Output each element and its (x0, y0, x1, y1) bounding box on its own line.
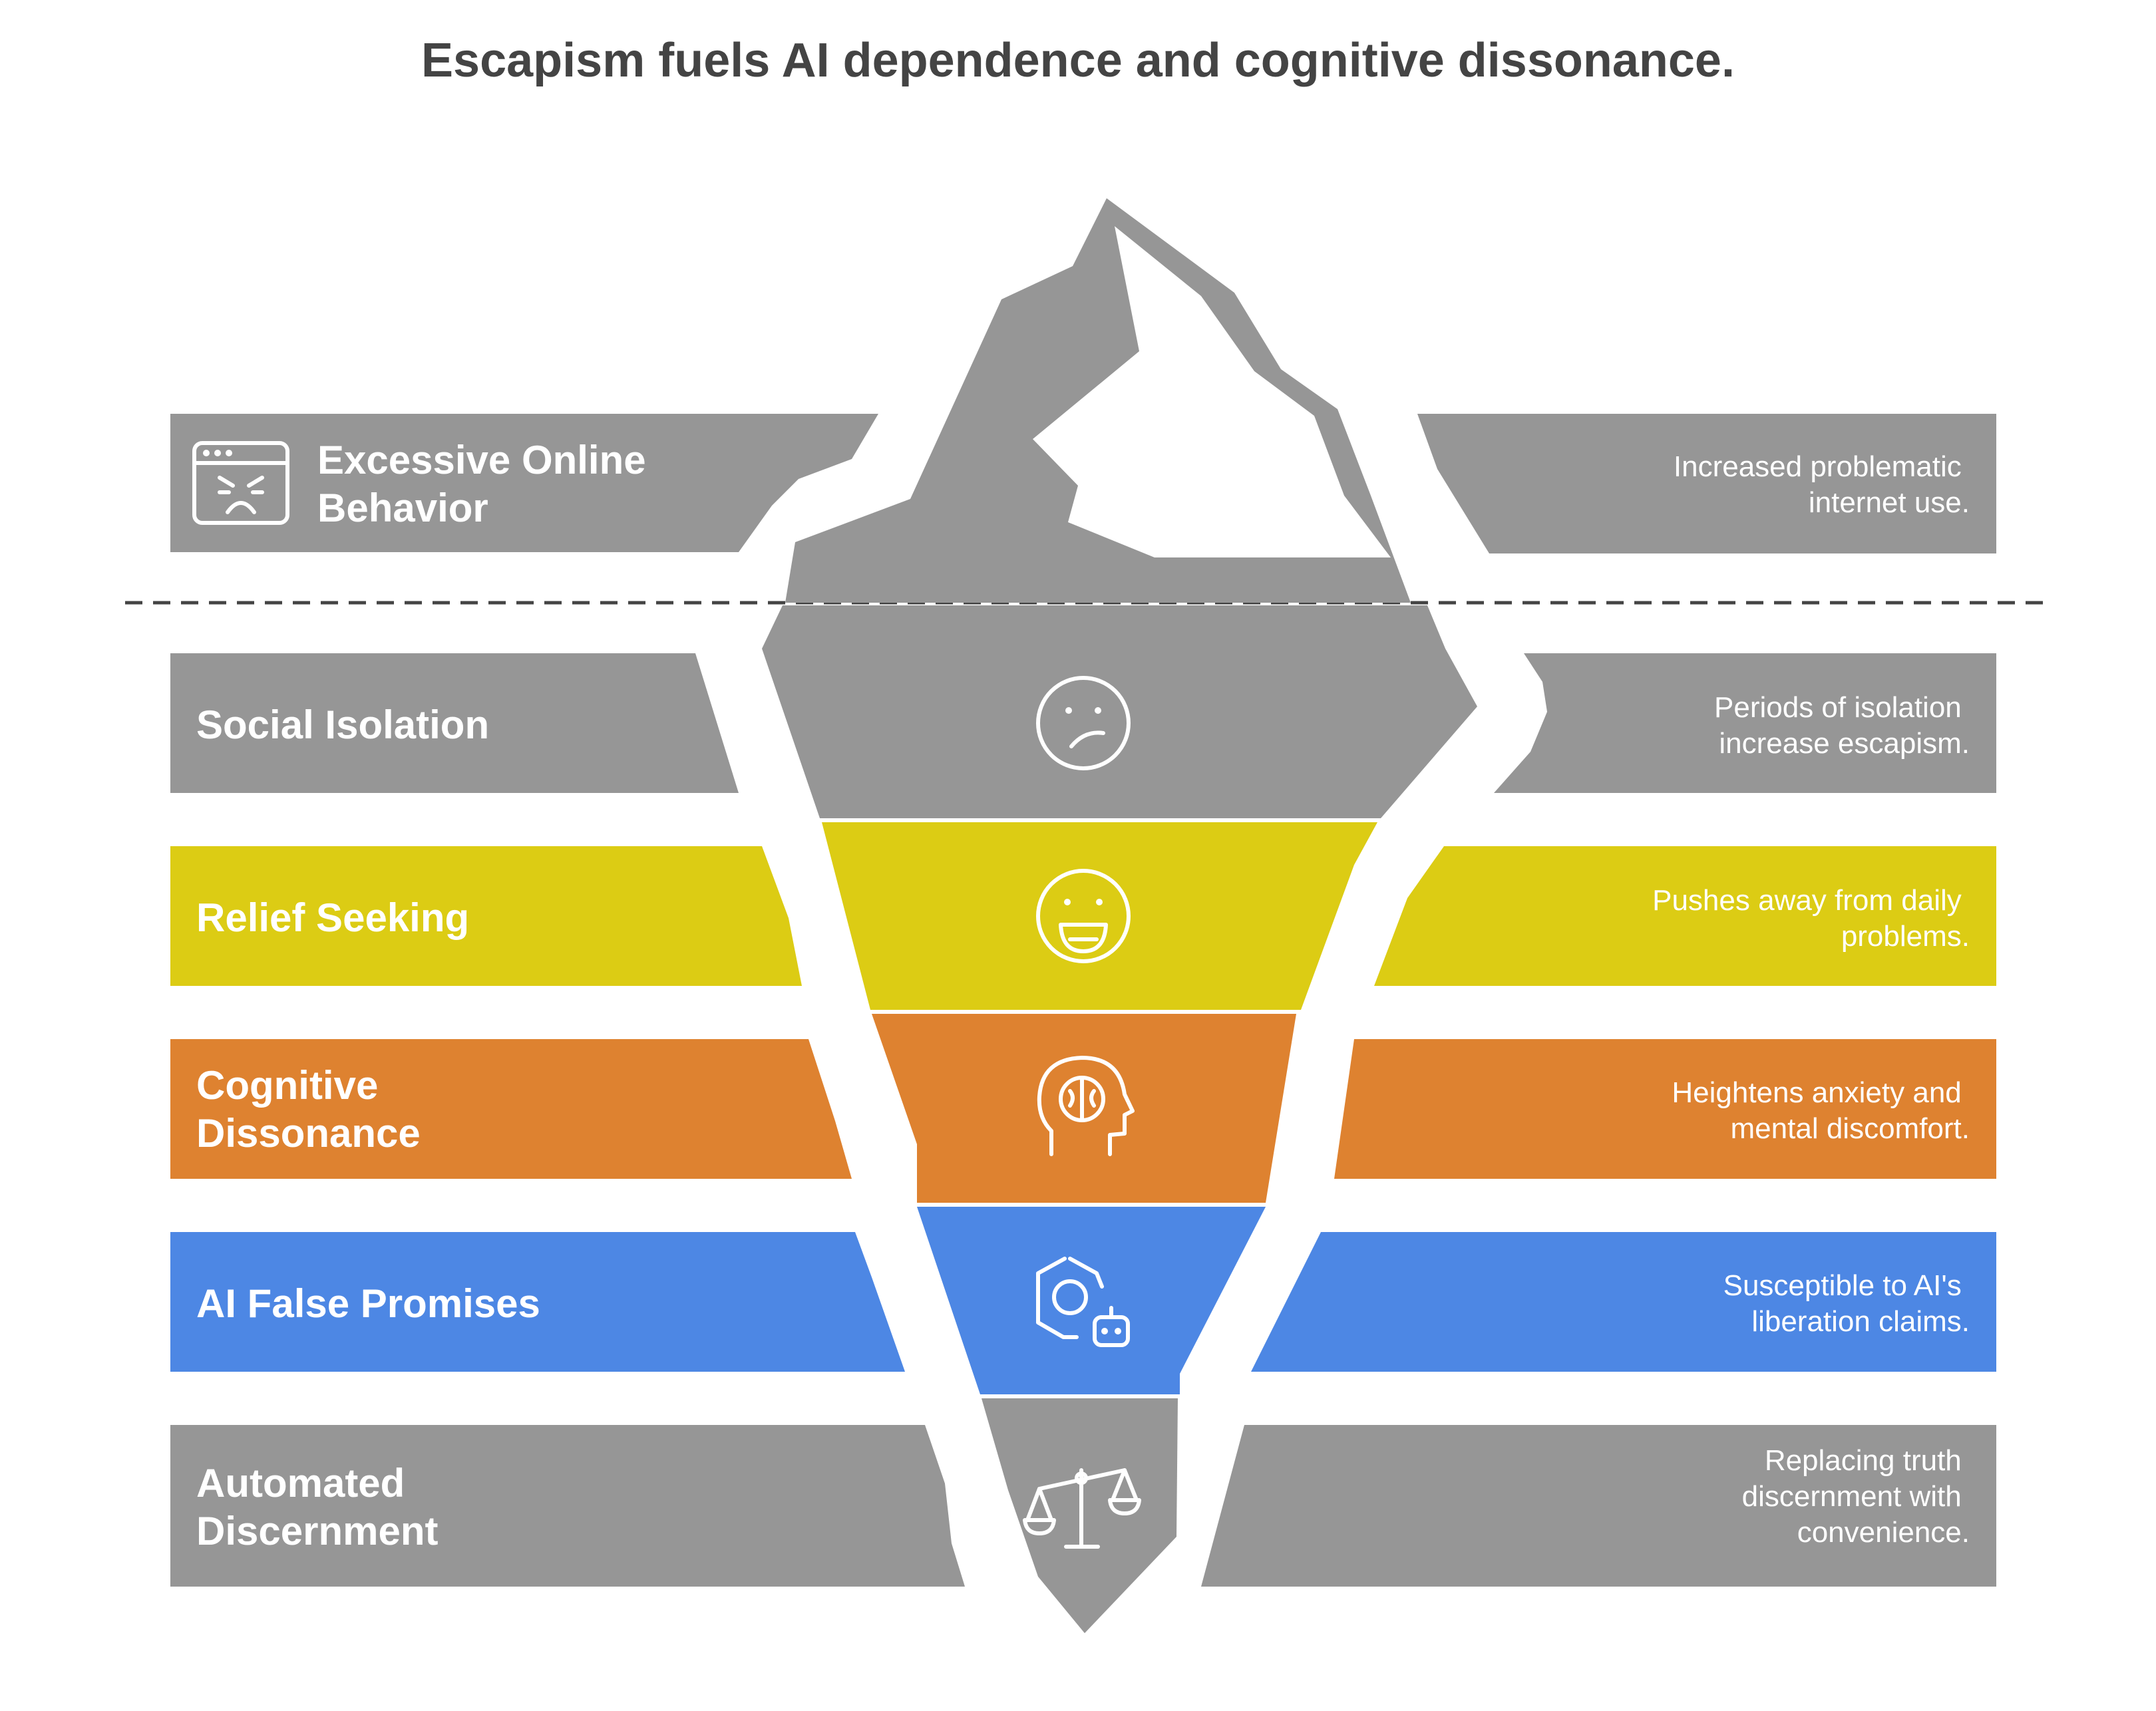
band-left-automated-discernment (170, 1425, 965, 1587)
iceberg-layer-social-isolation (762, 605, 1477, 818)
band-right-ai-false-promises (1251, 1232, 1996, 1372)
label-social-isolation: Social Isolation (196, 702, 489, 747)
label-relief-seeking: Relief Seeking (196, 895, 469, 940)
band-right-excessive-online (1417, 414, 1996, 553)
label-ai-false-promises: AI False Promises (196, 1281, 540, 1326)
iceberg-layer-ai-false-promises (917, 1207, 1266, 1394)
iceberg-layer-relief-seeking (822, 822, 1377, 1010)
band-left-excessive-online (170, 414, 878, 552)
band-right-cognitive-dissonance (1334, 1039, 1996, 1179)
page-title: Escapism fuels AI dependence and cogniti… (421, 34, 1735, 87)
band-left-cognitive-dissonance (170, 1039, 852, 1179)
